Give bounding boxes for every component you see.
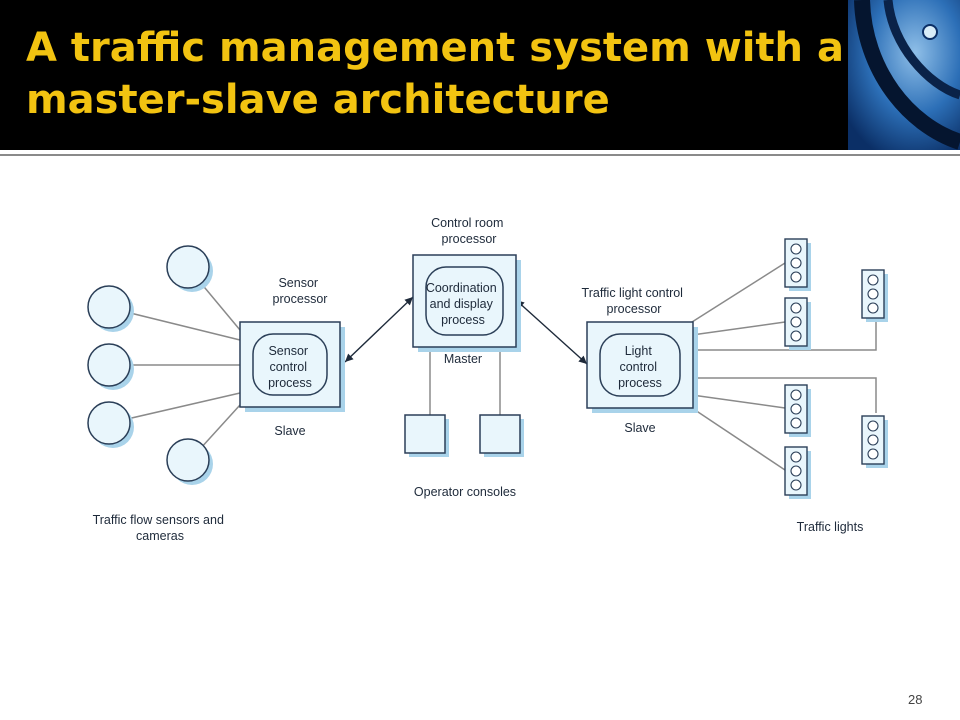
traffic-light-icon [784,297,811,350]
operator-console [404,414,449,457]
traffic-light-icon [861,415,888,468]
traffic-flow-sensors-label: Traffic flow sensors and cameras [93,513,228,543]
sensor-control-process-label: Sensor control process [268,344,312,390]
process-oval [252,333,328,396]
light-slave-label: Slave [624,421,655,435]
light-control-process-label: Light control process [618,344,662,390]
light-wire [691,394,786,409]
operator-console [479,414,524,457]
traffic-light-icon [784,384,811,437]
traffic-light-icon [861,269,888,322]
sensor-camera-node [166,245,213,292]
light-wire [691,321,786,336]
slide-title: A traffic management system with a maste… [26,25,844,123]
sensor-camera-node [87,401,134,448]
master-light-arrow [515,299,588,365]
light-processor-box [586,321,698,413]
operator-consoles-label: Operator consoles [414,485,516,499]
title-bar [0,0,960,150]
sensor-master-arrow [344,296,414,363]
arrowhead [404,297,413,306]
control-room-processor-caption: Control room processor [431,216,507,246]
sensor-processor-caption: Sensor processor [273,276,328,306]
traffic-light-processor-caption: Traffic light control processor [582,286,687,316]
master-label: Master [444,352,482,366]
sensor-processor-box [239,321,345,412]
process-oval [425,266,504,336]
arrowhead [345,353,354,362]
sensor-camera-node [87,343,134,390]
sensor-camera-node [166,438,213,485]
page-number: 28 [908,692,923,707]
coordination-process-label: Coordination and display process [426,281,500,327]
decorative-swirl-logo [848,0,960,150]
light-wire [692,377,877,413]
traffic-light-icon [784,238,811,291]
control-room-processor-box [412,254,521,352]
process-oval [599,333,681,397]
sensor-slave-label: Slave [274,424,305,438]
arrowhead [578,355,587,364]
light-wire [692,317,877,351]
traffic-light-icon [784,446,811,499]
light-wire [691,407,786,471]
light-wire [691,262,786,323]
traffic-lights-label: Traffic lights [797,520,864,534]
title-divider [0,150,960,156]
sensor-camera-node [87,285,134,332]
